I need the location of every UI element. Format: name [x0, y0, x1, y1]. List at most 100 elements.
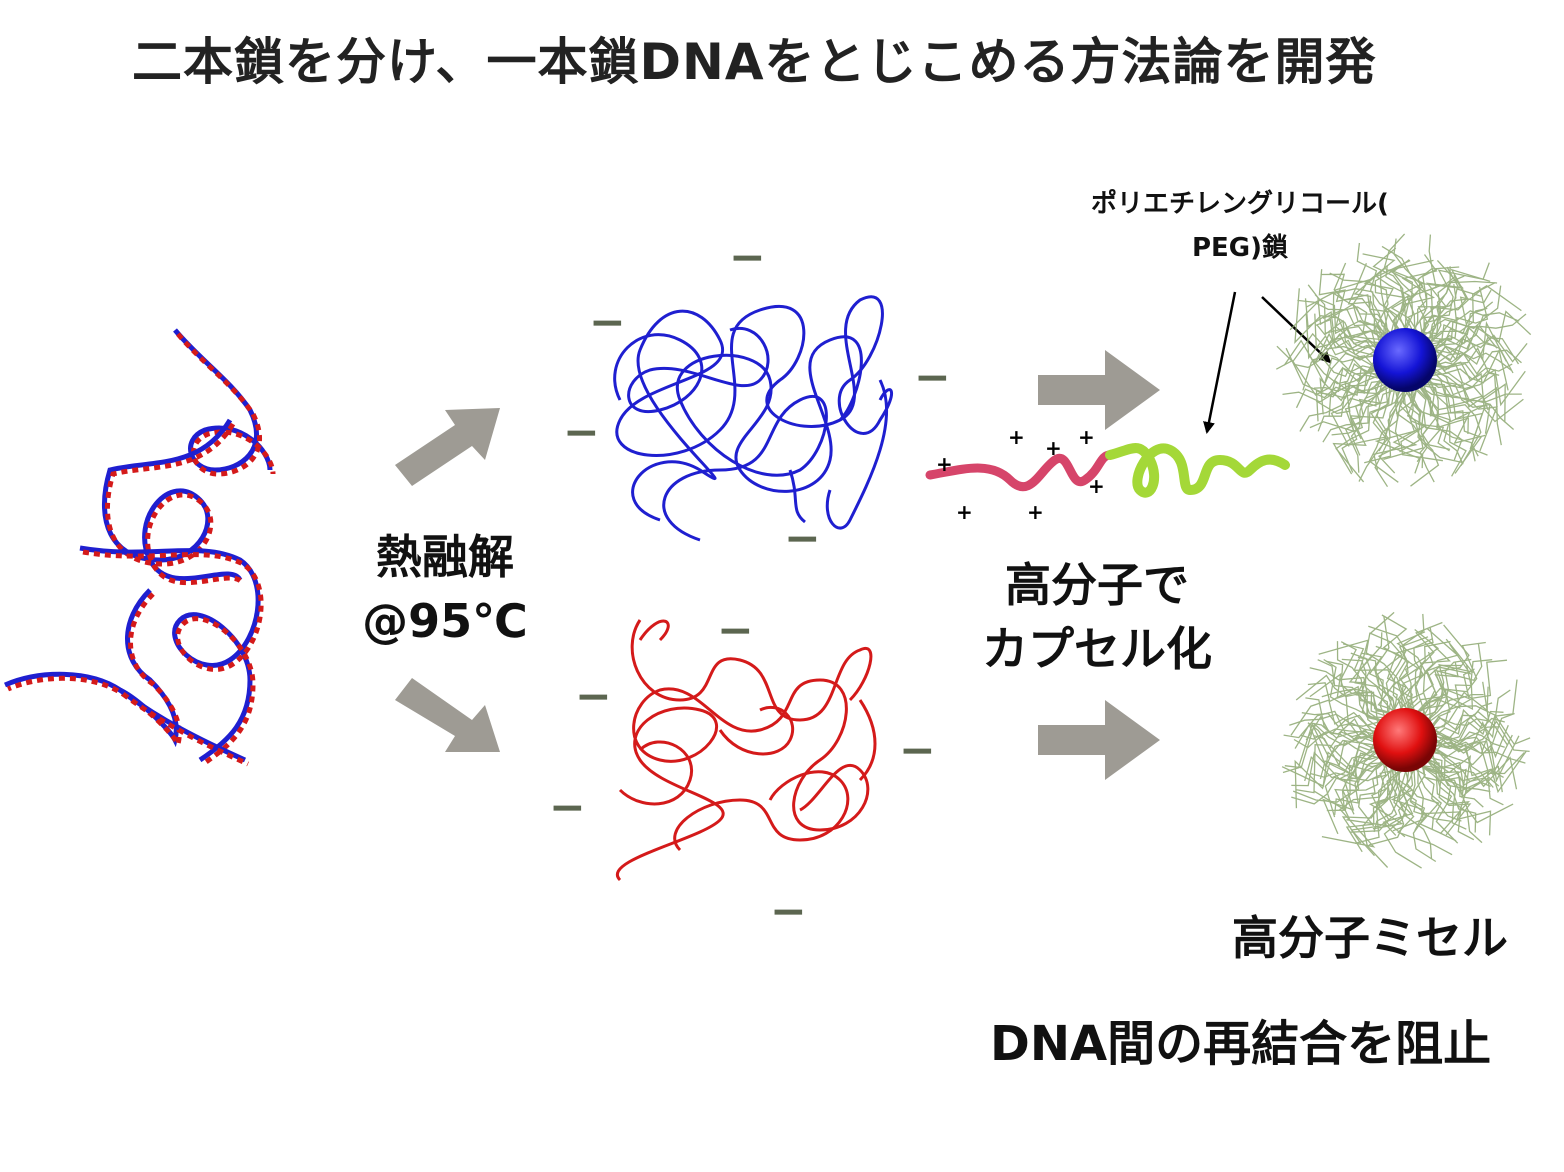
- peg-strand: [1426, 659, 1493, 721]
- peg-strand: [1397, 769, 1453, 856]
- peg-strand: [1299, 374, 1380, 432]
- peg-strand: [1353, 268, 1391, 335]
- peg-strand: [1309, 383, 1387, 433]
- peg-strand: [1354, 767, 1395, 845]
- plus-charge: +: [1008, 425, 1025, 449]
- plus-charge: +: [1078, 425, 1095, 449]
- peg-strand: [1400, 768, 1434, 830]
- peg-strand: [1434, 721, 1509, 759]
- red-core: [1373, 708, 1437, 772]
- peg-strand: [1433, 659, 1508, 732]
- plus-charge: +: [936, 452, 953, 476]
- peg-pointer-line: [1203, 291, 1237, 434]
- peg-strand: [1401, 254, 1438, 332]
- double-strand-dna: [4, 328, 276, 767]
- peg-strand: [1345, 389, 1399, 447]
- peg-strand: [1433, 310, 1487, 353]
- peg-strand: [1336, 641, 1383, 722]
- heat-melting-label: 熱融解 @95℃: [355, 525, 535, 653]
- encapsulation-line2: カプセル化: [982, 622, 1212, 676]
- peg-strand: [1319, 755, 1381, 780]
- polymer-micelle-label: 高分子ミセル: [1232, 911, 1508, 965]
- peg-strand: [1292, 759, 1383, 803]
- temperature-text: @95℃: [362, 594, 528, 648]
- peg-label-line1: ポリエチレングリコール(: [1091, 189, 1389, 219]
- peg-strand: [1407, 266, 1460, 334]
- peg-strand: [1390, 769, 1424, 832]
- minus-charge: −: [549, 782, 586, 833]
- plus-charge: +: [1027, 500, 1044, 524]
- peg-strand: [1340, 641, 1387, 717]
- peg-strand: [1400, 388, 1443, 462]
- peg-strand: [1430, 668, 1475, 727]
- peg-strand: [1434, 361, 1498, 388]
- gray-arrow-right-lower: [1038, 700, 1160, 780]
- peg-strand: [1420, 764, 1470, 835]
- peg-strand: [1426, 759, 1514, 824]
- peg-strand: [1329, 272, 1389, 338]
- peg-strand: [1317, 383, 1388, 432]
- gray-arrow-lower-diagonal: [395, 678, 500, 752]
- peg-strand: [1358, 385, 1391, 482]
- minus-charge: −: [899, 725, 936, 776]
- peg-strand: [1385, 265, 1406, 332]
- minus-charge: −: [784, 513, 821, 564]
- peg-strand: [1372, 247, 1404, 333]
- page-title: 二本鎖を分け、一本鎖DNAをとじこめる方法論を開発: [132, 33, 1377, 91]
- peg-strand: [1342, 643, 1398, 712]
- peg-strand: [1375, 259, 1411, 331]
- peg-strand: [1281, 745, 1379, 787]
- peg-strand: [1432, 334, 1528, 363]
- peg-strand: [1304, 749, 1377, 782]
- peg-strand: [1346, 768, 1399, 827]
- peg-strand: [1374, 389, 1421, 474]
- peg-strand: [1321, 688, 1386, 719]
- peg-strand: [1433, 320, 1507, 362]
- polycation-segment: [925, 450, 1115, 492]
- peg-strand: [1348, 656, 1393, 714]
- blue-core: [1373, 328, 1437, 392]
- peg-strand: [1413, 268, 1438, 332]
- micelle-blue: [1275, 233, 1532, 488]
- minus-charge: −: [729, 232, 766, 283]
- gray-arrow-upper-diagonal: [395, 408, 500, 486]
- peg-strand: [1387, 259, 1434, 331]
- peg-strand: [1434, 708, 1505, 737]
- peg-strand: [1434, 712, 1515, 754]
- peg-strand: [1426, 759, 1492, 836]
- peg-strand: [1428, 285, 1522, 343]
- plus-charges: + + + + + + +: [936, 425, 1105, 524]
- peg-strand: [1291, 751, 1378, 805]
- block-copolymer: [925, 443, 1290, 498]
- peg-strand: [1404, 628, 1440, 712]
- peg-strand: [1294, 333, 1376, 369]
- peg-strand: [1388, 769, 1408, 838]
- peg-strand: [1434, 731, 1505, 748]
- peg-strand: [1432, 370, 1498, 407]
- peg-strand: [1314, 332, 1377, 364]
- peg-strand: [1434, 348, 1509, 391]
- peg-strand: [1301, 717, 1376, 740]
- encapsulation-line1: 高分子で: [1005, 558, 1189, 612]
- peg-strand: [1432, 751, 1504, 799]
- peg-strand: [1409, 768, 1427, 832]
- peg-strand: [1334, 761, 1386, 820]
- peg-strand: [1382, 769, 1414, 836]
- peg-strand: [1313, 759, 1386, 812]
- heat-melting-text: 熱融解: [376, 530, 514, 584]
- peg-strand: [1419, 765, 1459, 844]
- peg-strand: [1409, 768, 1437, 863]
- peg-strand: [1314, 294, 1384, 341]
- peg-strand: [1404, 640, 1451, 711]
- peg-strand: [1434, 337, 1520, 366]
- peg-strand: [1405, 638, 1434, 712]
- peg-strand: [1433, 367, 1506, 423]
- peg-strand: [1428, 641, 1486, 725]
- peg-strand: [1316, 319, 1379, 352]
- peg-strand: [1282, 363, 1376, 403]
- peg-strand: [1332, 288, 1392, 334]
- peg-strand: [1360, 652, 1386, 718]
- peg-strand: [1364, 389, 1401, 464]
- peg-strand: [1420, 384, 1469, 435]
